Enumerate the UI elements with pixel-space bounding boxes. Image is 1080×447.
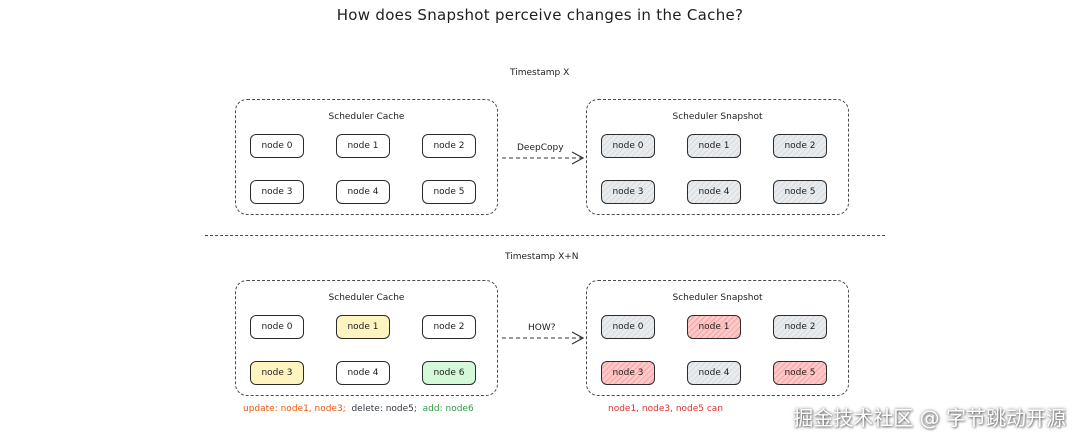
top-cache-node-2: node 2 [422,134,476,158]
top-snapshot-node-5: node 5 [773,180,827,204]
watermark: 掘金技术社区 @ 字节跳动开源 [793,406,1066,430]
bottom-cache-node-3: node 3 [250,361,304,385]
bottom-cache-node-4: node 4 [336,361,390,385]
bottom-snapshot-node-1: node 1 [687,315,741,339]
delete-note: delete: node5; [351,404,417,414]
bottom-snapshot-node-3: node 3 [601,361,655,385]
top-snapshot-node-2: node 2 [773,134,827,158]
bottom-snapshot-node-0: node 0 [601,315,655,339]
bottom-cache-title: Scheduler Cache [328,293,405,303]
add-note: add: node6 [422,404,474,414]
top-cache-node-4: node 4 [336,180,390,204]
top-scheduler-cache-panel: Scheduler Cache node 0 node 1 node 2 nod… [235,99,498,215]
bottom-scheduler-snapshot-panel: Scheduler Snapshot node 0 node 1 node 2 … [586,280,849,396]
top-cache-title: Scheduler Cache [328,112,405,122]
deepcopy-arrow [502,151,585,165]
bottom-cache-node-0: node 0 [250,315,304,339]
top-snapshot-node-1: node 1 [687,134,741,158]
section-divider [205,235,885,236]
timestamp-xn-label: Timestamp X+N [505,252,579,262]
top-cache-node-3: node 3 [250,180,304,204]
diagram-title: How does Snapshot perceive changes in th… [336,6,744,24]
top-snapshot-node-4: node 4 [687,180,741,204]
how-label: HOW? [528,323,556,333]
bottom-snapshot-node-4: node 4 [687,361,741,385]
top-snapshot-node-3: node 3 [601,180,655,204]
top-snapshot-node-0: node 0 [601,134,655,158]
top-cache-node-0: node 0 [250,134,304,158]
deepcopy-label: DeepCopy [517,143,564,153]
bottom-snapshot-node-2: node 2 [773,315,827,339]
how-arrow [502,331,585,345]
top-cache-node-5: node 5 [422,180,476,204]
top-scheduler-snapshot-panel: Scheduler Snapshot node 0 node 1 node 2 … [586,99,849,215]
bottom-snapshot-node-5: node 5 [773,361,827,385]
top-snapshot-title: Scheduler Snapshot [672,112,763,122]
change-legend: update: node1, node3; delete: node5; add… [243,404,474,414]
update-note: update: node1, node3; [243,404,346,414]
bottom-cache-node-6: node 6 [422,361,476,385]
timestamp-x-label: Timestamp X [510,68,570,78]
bottom-snapshot-title: Scheduler Snapshot [672,293,763,303]
bottom-scheduler-cache-panel: Scheduler Cache node 0 node 1 node 2 nod… [235,280,498,396]
top-cache-node-1: node 1 [336,134,390,158]
bottom-cache-node-1: node 1 [336,315,390,339]
bottom-cache-node-2: node 2 [422,315,476,339]
snapshot-stale-note: node1, node3, node5 can [608,404,724,414]
